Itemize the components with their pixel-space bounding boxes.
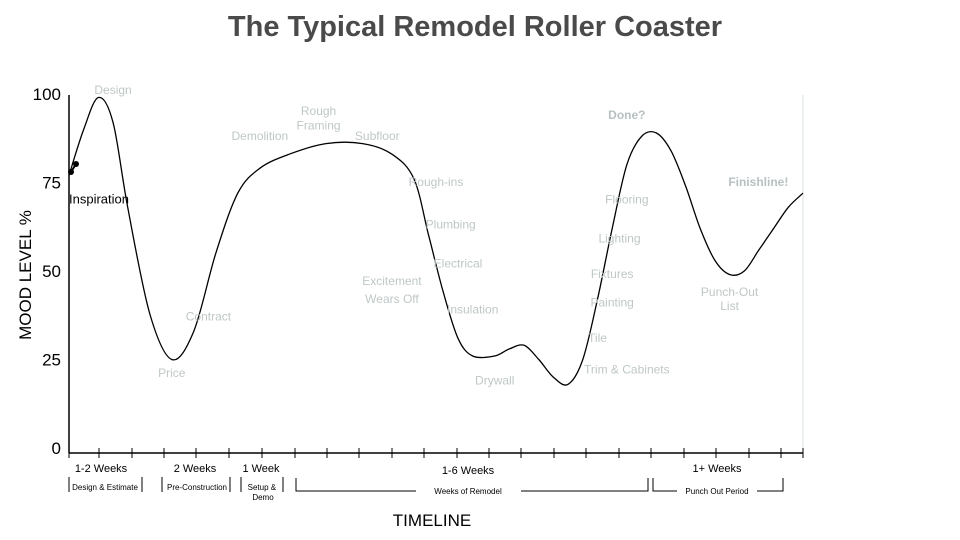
x-axis-ticks [68, 448, 804, 458]
annotation-label: Demolition [231, 129, 288, 143]
annotation-label: Finishline! [728, 175, 788, 189]
annotation-label: Rough-ins [409, 175, 464, 189]
period-label-5: 1+ Weeks [692, 463, 742, 475]
annotation-label: Rough [301, 104, 336, 118]
annotation-label: Painting [590, 295, 633, 309]
annotation-label: Plumbing [426, 218, 476, 232]
annotation-label: Done? [608, 108, 645, 122]
annotation-label: Trim & Cabinets [584, 363, 670, 377]
y-tick-label: 100 [33, 85, 61, 104]
chart-title: The Typical Remodel Roller Coaster [228, 11, 722, 43]
annotation-label: Drywall [475, 373, 514, 387]
y-tick-label: 25 [42, 351, 61, 370]
annotation-label: Tile [588, 331, 607, 345]
phase-label-1: Design & Estimate [72, 483, 138, 492]
annotation-label: Subfloor [355, 129, 400, 143]
annotation-label: Flooring [605, 193, 648, 207]
annotation-label: Price [158, 366, 186, 380]
annotation-label: Wears Off [365, 292, 419, 306]
period-label-4: 1-6 Weeks [442, 465, 495, 477]
period-label-3: 1 Week [242, 463, 280, 475]
annotation-label: Lighting [598, 232, 640, 246]
y-tick-labels: 0 25 50 75 100 [33, 85, 61, 458]
phase-label-3-line-1: Setup & [248, 483, 277, 492]
y-tick-label: 75 [42, 174, 61, 193]
mood-line [68, 96, 804, 386]
y-axis-label: MOOD LEVEL % [16, 210, 35, 340]
period-label-2: 2 Weeks [174, 463, 217, 475]
annotation-label: List [720, 299, 739, 313]
period-label-1: 1-2 Weeks [75, 463, 128, 475]
y-tick-label: 0 [52, 439, 61, 458]
annotation-label: Design [94, 83, 131, 97]
annotation-label: Contract [186, 310, 232, 324]
annotation-label: Inspiration [69, 192, 129, 207]
phase-label-4: Weeks of Remodel [434, 487, 502, 496]
annotation-label: Framing [297, 118, 341, 132]
phase-brackets [68, 477, 784, 492]
x-axis-label: TIMELINE [393, 511, 471, 530]
phase-label-2: Pre-Construction [167, 483, 227, 492]
annotation-label: Excitement [362, 274, 422, 288]
y-tick-label: 50 [42, 262, 61, 281]
phase-label-3: Setup & Demo [248, 483, 279, 502]
phase-label-5: Punch Out Period [685, 487, 748, 496]
annotation-label: Punch-Out [701, 285, 759, 299]
phase-label-3-line-2: Demo [252, 493, 274, 502]
annotation-label: Fixtures [591, 267, 634, 281]
annotation-label: Electrical [434, 256, 483, 270]
start-marker [68, 161, 79, 175]
annotation-label: Insulation [447, 302, 498, 316]
